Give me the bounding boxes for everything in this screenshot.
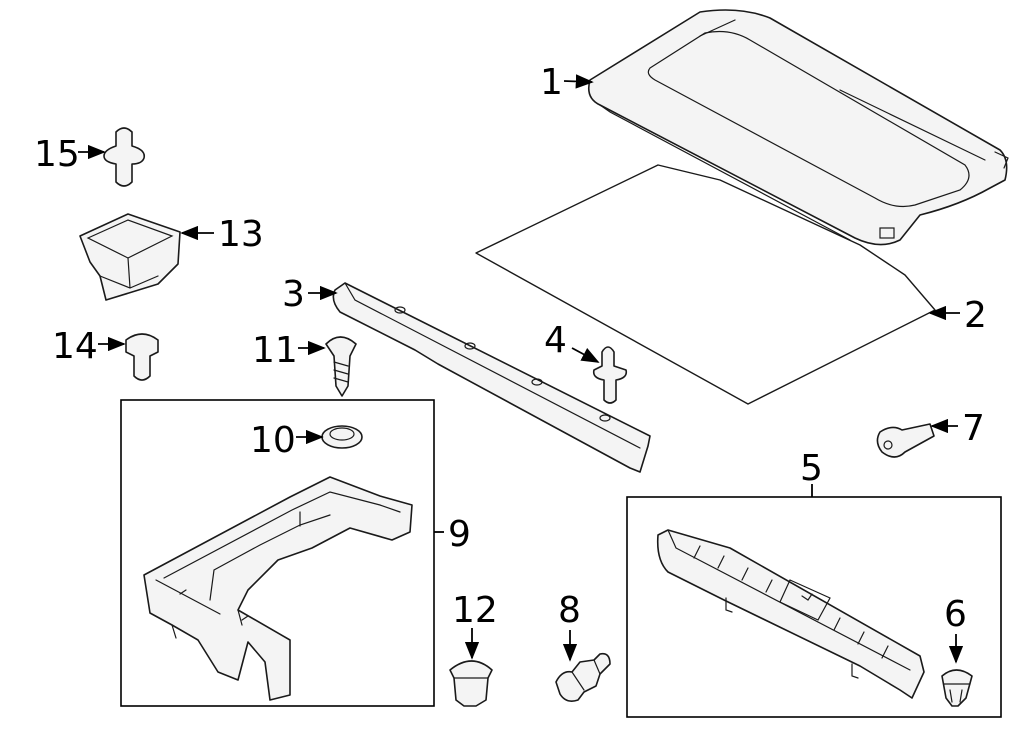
part-8-clip xyxy=(555,652,611,702)
callout-9: 9 xyxy=(434,514,471,555)
callout-10: 10 xyxy=(250,420,324,461)
svg-text:2: 2 xyxy=(964,295,987,336)
group-box-9 xyxy=(120,399,435,707)
svg-text:10: 10 xyxy=(250,420,296,461)
svg-text:13: 13 xyxy=(218,214,264,255)
callout-2: 2 xyxy=(928,295,987,336)
callout-15: 15 xyxy=(34,134,106,175)
part-12-clip xyxy=(449,660,493,707)
part-15-push-pin xyxy=(103,127,146,187)
svg-text:15: 15 xyxy=(34,134,80,175)
callout-1: 1 xyxy=(540,62,594,103)
callout-5: 5 xyxy=(800,448,823,497)
callout-14: 14 xyxy=(52,326,126,367)
callout-7: 7 xyxy=(930,408,985,449)
svg-text:14: 14 xyxy=(52,326,98,367)
part-5-scuff-plate xyxy=(656,529,925,699)
part-13-storage-bin xyxy=(79,213,181,301)
callout-4: 4 xyxy=(544,320,600,363)
part-10-grommet xyxy=(321,425,363,449)
svg-text:6: 6 xyxy=(944,594,967,635)
part-2-floor-mat xyxy=(475,164,936,405)
svg-text:11: 11 xyxy=(252,330,298,371)
callout-3: 3 xyxy=(282,274,338,315)
part-1-package-tray xyxy=(587,9,1009,246)
svg-text:7: 7 xyxy=(962,408,985,449)
callout-13: 13 xyxy=(180,214,264,255)
part-7-screw xyxy=(876,423,935,458)
svg-text:12: 12 xyxy=(452,590,498,631)
svg-text:3: 3 xyxy=(282,274,305,315)
svg-text:5: 5 xyxy=(800,448,823,489)
callout-12: 12 xyxy=(452,590,498,660)
part-11-tapping-screw xyxy=(325,336,357,397)
part-9-support-tray xyxy=(143,476,413,701)
svg-text:9: 9 xyxy=(448,514,471,555)
part-6-cone-clip xyxy=(941,669,973,707)
group-box-5 xyxy=(626,496,1002,718)
svg-text:4: 4 xyxy=(544,320,567,361)
part-4-push-clip xyxy=(592,346,628,404)
svg-text:8: 8 xyxy=(558,590,581,631)
callout-6: 6 xyxy=(944,594,967,664)
part-14-bolt xyxy=(125,333,159,381)
callout-8: 8 xyxy=(558,590,581,662)
svg-text:1: 1 xyxy=(540,62,563,103)
callout-11: 11 xyxy=(252,330,326,371)
